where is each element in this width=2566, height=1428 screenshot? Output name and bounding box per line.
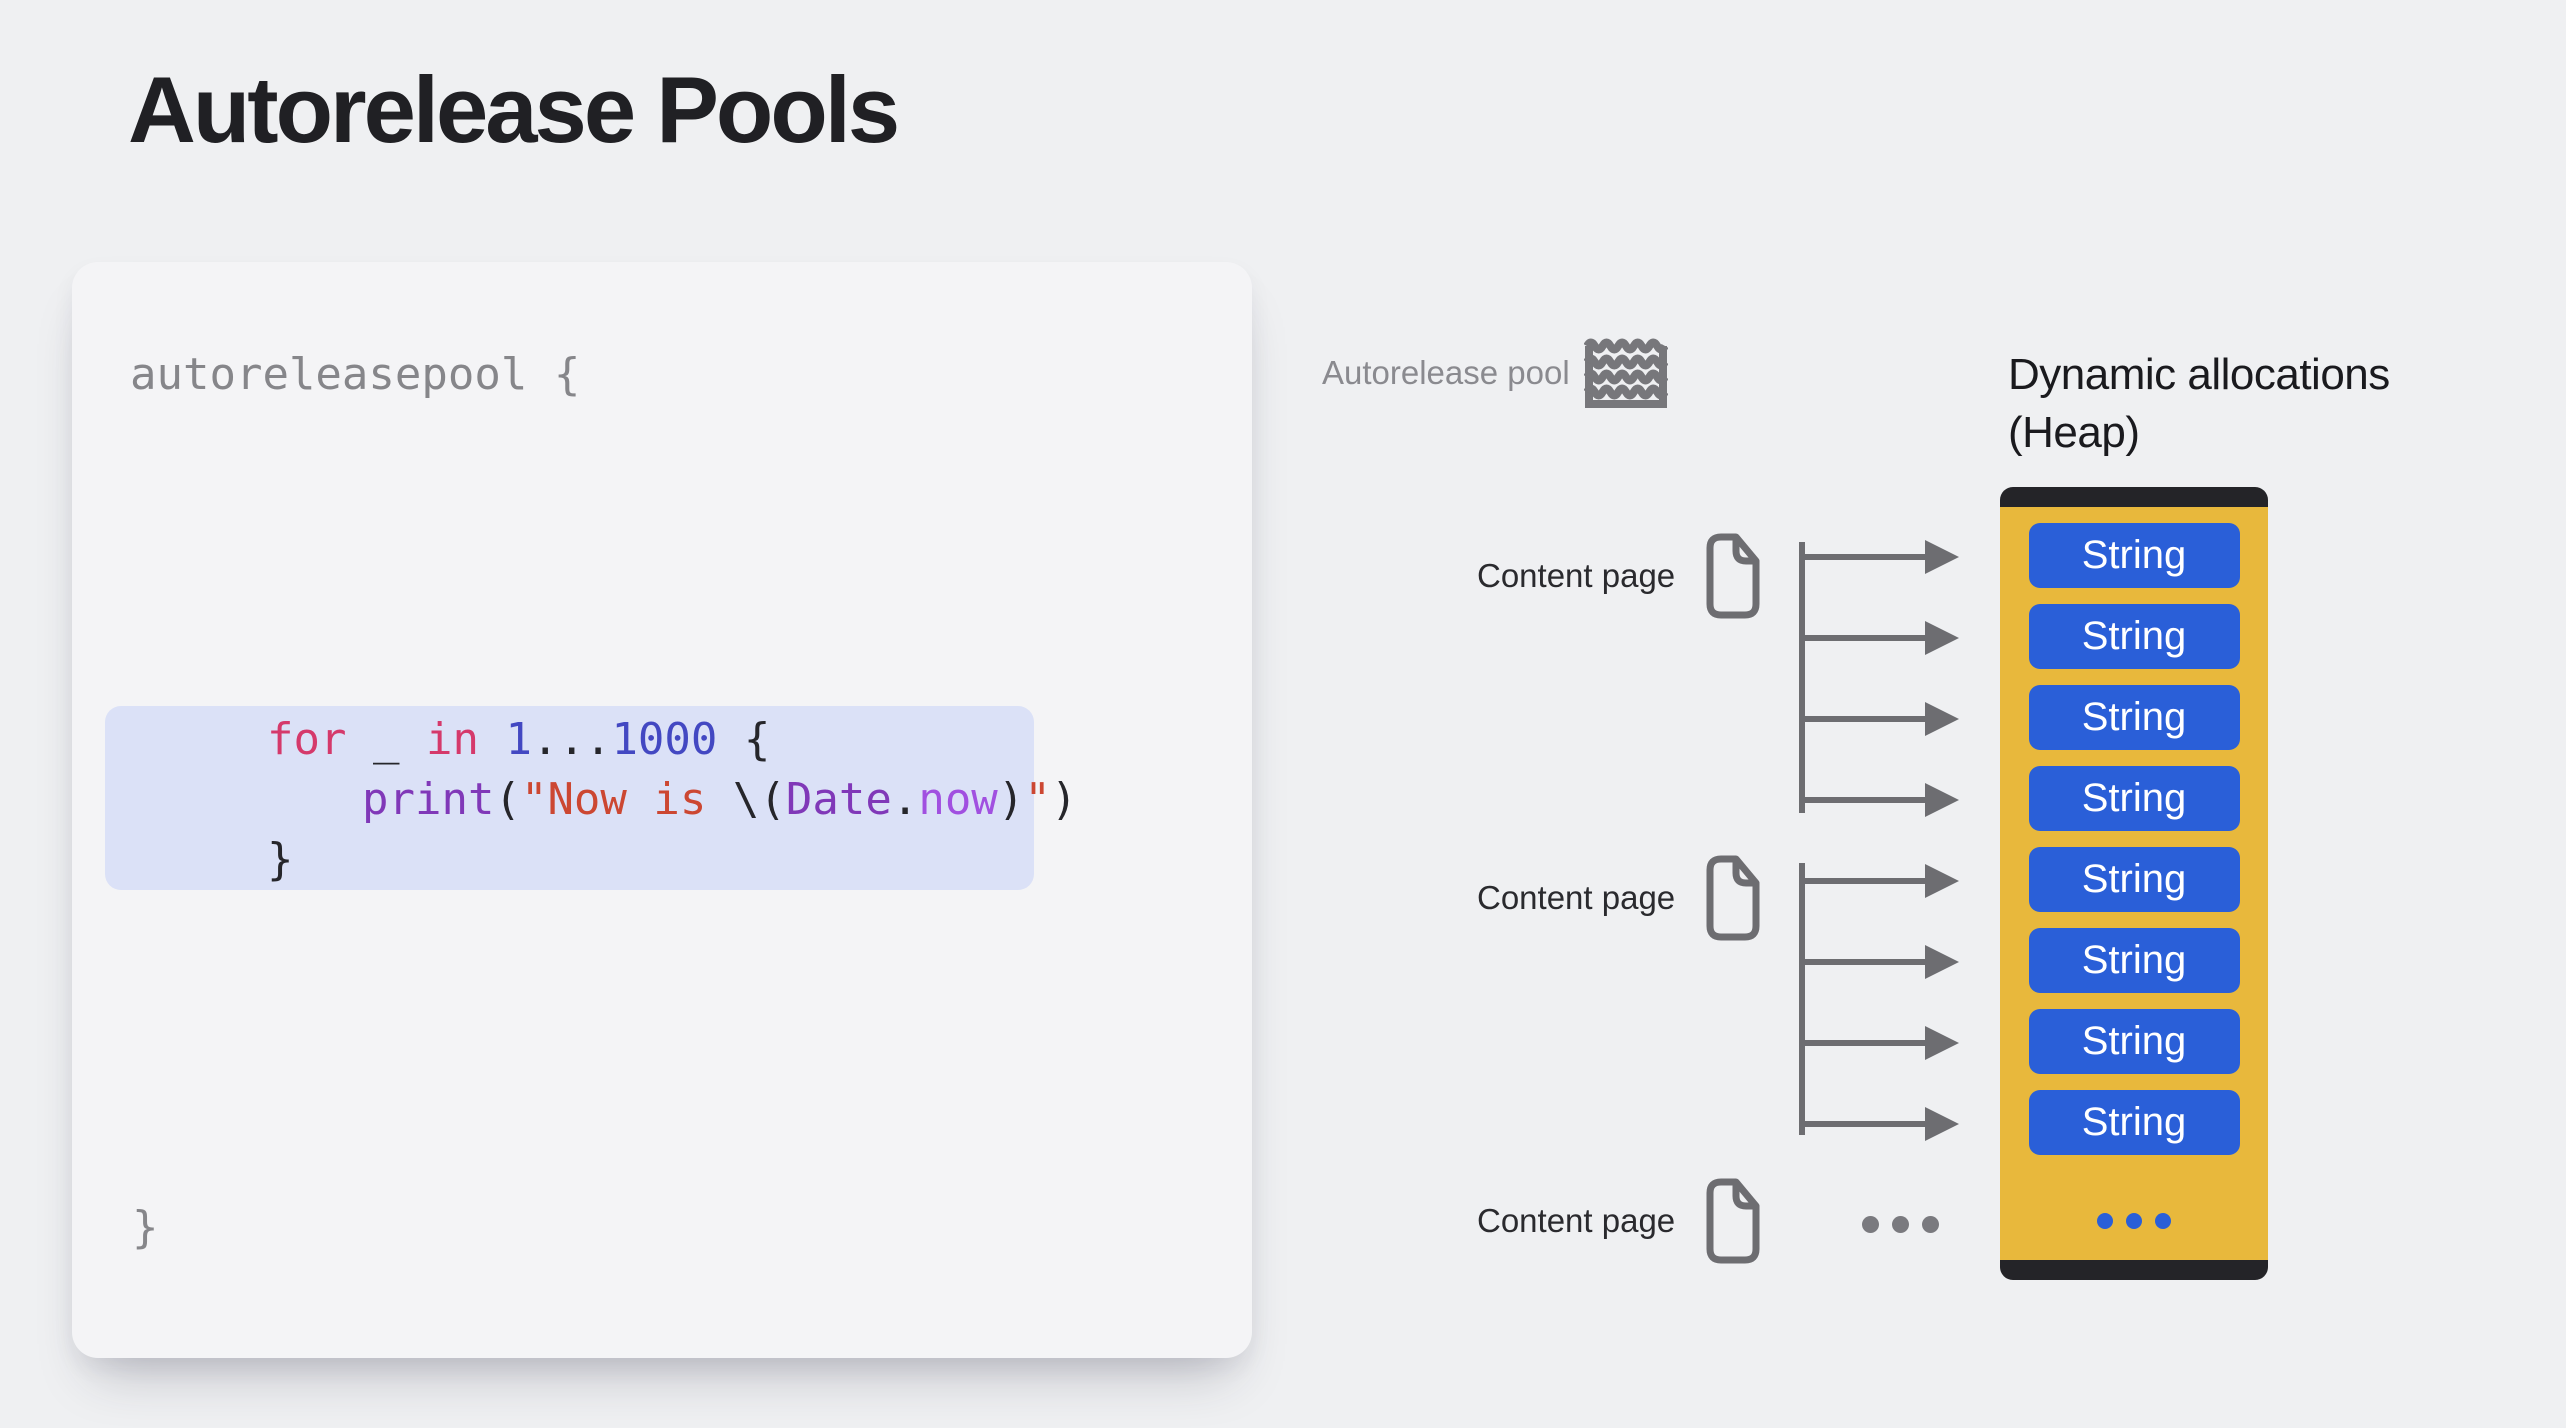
allocation-arrow-icon: [1801, 540, 1959, 574]
heap-string-box: String: [2028, 1009, 2240, 1074]
code-token: {: [717, 714, 771, 765]
heap-title-line2: (Heap): [2008, 408, 2140, 457]
heap-string-box: String: [2028, 1090, 2240, 1155]
heap-string-box: String: [2028, 685, 2240, 750]
allocation-arrow-icon: [1801, 864, 1959, 898]
ellipsis-dot-icon: [1922, 1216, 1939, 1233]
code-line-for-close: }: [267, 830, 294, 890]
allocation-arrow-icon: [1801, 1107, 1959, 1141]
heap-string-box: String: [2028, 766, 2240, 831]
code-token: 1000: [611, 714, 718, 765]
code-token: [479, 714, 506, 765]
ellipsis-dot-icon: [1862, 1216, 1879, 1233]
document-icon-2: [1706, 855, 1760, 941]
allocation-arrow-icon: [1801, 702, 1959, 736]
code-line-for-loop: for _ in 1...1000 {: [267, 710, 770, 770]
content-page-label-3: Content page: [1477, 1202, 1676, 1239]
code-token: _: [346, 714, 426, 765]
code-highlight-block: [105, 706, 1034, 890]
heap-more-dots: [2000, 1213, 2268, 1229]
content-page-label-1: Content page: [1477, 557, 1676, 594]
heap-string-box: String: [2028, 604, 2240, 669]
code-token: ": [1024, 774, 1051, 825]
heap-title-line1: Dynamic allocations: [2008, 350, 2390, 399]
ellipsis-dot-icon: [1892, 1216, 1909, 1233]
document-icon-3: [1706, 1178, 1760, 1264]
code-token: "Now is: [520, 774, 733, 825]
document-icon-1: [1706, 533, 1760, 619]
allocation-arrow-icon: [1801, 783, 1959, 817]
code-token: \(: [732, 774, 786, 825]
heap-string-box: String: [2028, 928, 2240, 993]
code-token: ): [1050, 774, 1078, 825]
heap-title: Dynamic allocations (Heap): [2008, 346, 2390, 462]
allocation-arrow-icon: [1801, 945, 1959, 979]
allocation-arrow-icon: [1801, 621, 1959, 655]
ellipsis-dot-icon: [2126, 1213, 2142, 1229]
code-token: in: [425, 714, 479, 765]
code-line-autoreleasepool-close: }: [132, 1202, 159, 1253]
code-line-print: print("Now is \(Date.now)"): [362, 770, 1077, 830]
content-page-label-2: Content page: [1477, 879, 1676, 916]
code-token: 1: [505, 714, 532, 765]
code-token: print: [362, 774, 495, 825]
code-line-autoreleasepool-open: autoreleasepool {: [130, 349, 581, 400]
code-token: for: [267, 714, 347, 765]
heap-string-box: String: [2028, 847, 2240, 912]
heap-column-bottom-cap: [2000, 1260, 2268, 1280]
code-token: ...: [531, 714, 612, 765]
bus-line-2: [1799, 863, 1805, 1135]
code-token: Date: [785, 774, 892, 825]
code-token: (: [494, 774, 521, 825]
heap-column-top-cap: [2000, 487, 2268, 507]
bus-line-1: [1799, 542, 1805, 813]
page-title: Autorelease Pools: [128, 57, 900, 162]
code-card: autoreleasepool { for _ in 1...1000 { pr…: [72, 262, 1252, 1358]
heap-string-box: String: [2028, 523, 2240, 588]
ellipsis-dot-icon: [2097, 1213, 2113, 1229]
code-token: .: [891, 774, 919, 825]
allocation-arrow-icon: [1801, 1026, 1959, 1060]
ellipsis-dot-icon: [2155, 1213, 2171, 1229]
code-token: now: [918, 774, 998, 825]
code-token: ): [997, 774, 1025, 825]
pool-waves-icon: [1584, 338, 1668, 408]
code-token: }: [267, 834, 294, 885]
autorelease-pool-label: Autorelease pool: [1322, 354, 1570, 391]
